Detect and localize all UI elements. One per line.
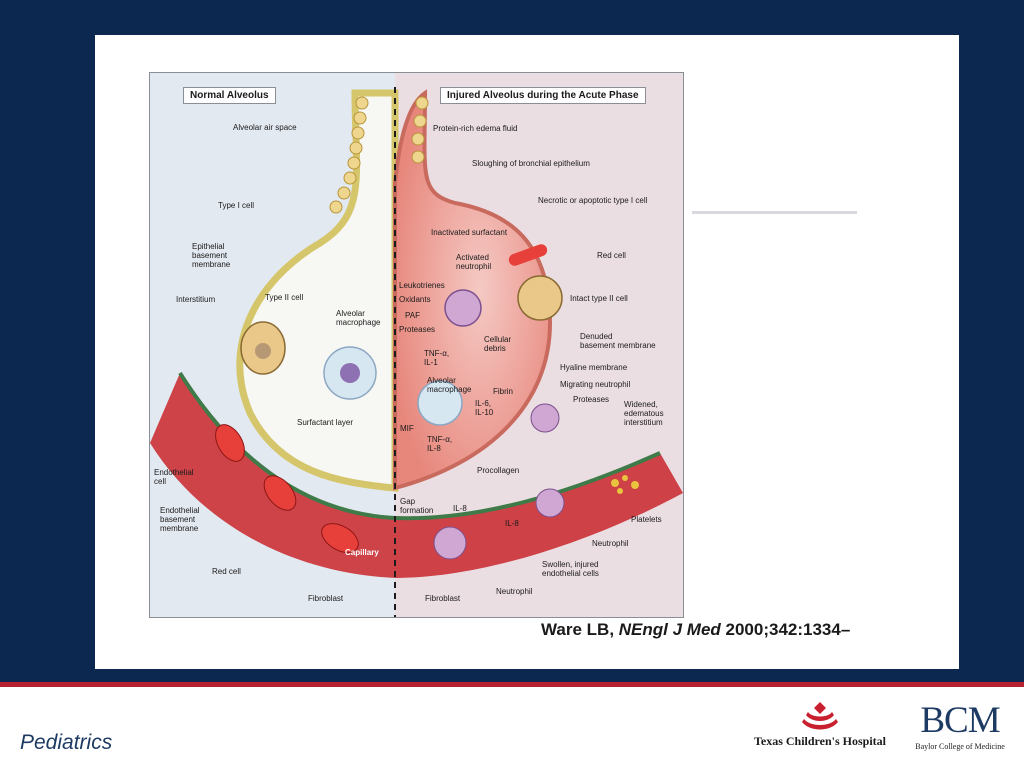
label-activated-neutrophil: Activated neutrophil: [456, 253, 492, 271]
bcm-subtitle: Baylor College of Medicine: [915, 742, 1005, 751]
label-endothelial-basement-membrane: Endothelial basement membrane: [160, 506, 200, 533]
label-cellular-debris: Cellular debris: [484, 335, 512, 353]
label-leukotrienes: Leukotrienes: [399, 281, 445, 290]
label-il8-b: IL-8: [505, 519, 519, 528]
label-alveolar-air-space: Alveolar air space: [233, 123, 297, 132]
label-alveolar-macrophage: Alveolar macrophage: [336, 309, 381, 327]
footer-accent-line: [0, 682, 1024, 687]
label-mif: MIF: [400, 424, 414, 433]
bcm-mark: BCM: [920, 700, 1000, 741]
label-type-ii-cell: Type II cell: [265, 293, 304, 302]
label-neutrophil-b: Neutrophil: [496, 587, 533, 596]
label-paf: PAF: [405, 311, 420, 320]
label-platelets: Platelets: [631, 515, 662, 524]
label-fibroblast-right: Fibroblast: [425, 594, 461, 603]
bcm-logo: BCM Baylor College of Medicine: [908, 702, 1012, 758]
alveolus-diagram: Normal Alveolus Injured Alveolus during …: [149, 72, 684, 618]
normal-alveolus-title: Normal Alveolus: [183, 87, 276, 104]
label-proteases-2: Proteases: [573, 395, 610, 404]
label-epithelial-basement-membrane: Epithelial basement membrane: [192, 242, 231, 269]
label-swollen-endothelial-cells: Swollen, injured endothelial cells: [542, 560, 599, 578]
label-procollagen: Procollagen: [477, 466, 520, 475]
injured-alveolus-title: Injured Alveolus during the Acute Phase: [440, 87, 646, 104]
label-alveolar-macrophage-right: Alveolar macrophage: [427, 376, 472, 394]
label-oxidants: Oxidants: [399, 295, 431, 304]
label-endothelial-cell: Endothelial cell: [154, 468, 194, 486]
texas-childrens-logo: Texas Children's Hospital: [740, 700, 900, 756]
citation: Ware LB, NEngl J Med 2000;342:1334–: [541, 620, 850, 640]
footer-section-label: Pediatrics: [20, 731, 113, 754]
label-tnf-il8: TNF-α, IL-8: [427, 435, 453, 453]
label-tnf-il1: TNF-α, IL-1: [424, 349, 450, 367]
label-fibrin: Fibrin: [493, 387, 514, 396]
label-hyaline-membrane: Hyaline membrane: [560, 363, 628, 372]
label-type-i-cell: Type I cell: [218, 201, 255, 210]
label-inactivated-surfactant: Inactivated surfactant: [431, 228, 508, 237]
label-proteases-1: Proteases: [399, 325, 436, 334]
label-gap-formation: Gap formation: [400, 497, 434, 515]
label-migrating-neutrophil: Migrating neutrophil: [560, 380, 631, 389]
label-intact-type-ii-cell: Intact type II cell: [570, 294, 628, 303]
citation-journal: NEngl J Med: [618, 620, 721, 639]
citation-author: Ware LB,: [541, 620, 619, 639]
label-il8-a: IL-8: [453, 504, 467, 513]
label-red-cell-right: Red cell: [597, 251, 626, 260]
label-il6-il10: IL-6, IL-10: [475, 399, 494, 417]
label-protein-rich-edema-fluid: Protein-rich edema fluid: [433, 124, 518, 133]
label-surfactant-layer: Surfactant layer: [297, 418, 354, 427]
label-interstitium: Interstitium: [176, 295, 216, 304]
tch-name: Texas Children's Hospital: [753, 734, 887, 748]
decorative-line: [692, 211, 857, 214]
label-sloughing-bronchial-epithelium: Sloughing of bronchial epithelium: [472, 159, 590, 168]
citation-ref: 2000;342:1334–: [720, 620, 851, 639]
alveolus-illustration: [150, 73, 683, 617]
label-red-cell-left: Red cell: [212, 567, 241, 576]
label-fibroblast-left: Fibroblast: [308, 594, 344, 603]
label-capillary: Capillary: [345, 548, 379, 557]
tch-emblem-icon: [802, 702, 838, 730]
label-widened-interstitium: Widened, edematous interstitium: [624, 400, 664, 427]
label-neutrophil-a: Neutrophil: [592, 539, 629, 548]
label-denuded-basement-membrane: Denuded basement membrane: [580, 332, 656, 350]
label-necrotic-type-i-cell: Necrotic or apoptotic type I cell: [538, 196, 648, 205]
